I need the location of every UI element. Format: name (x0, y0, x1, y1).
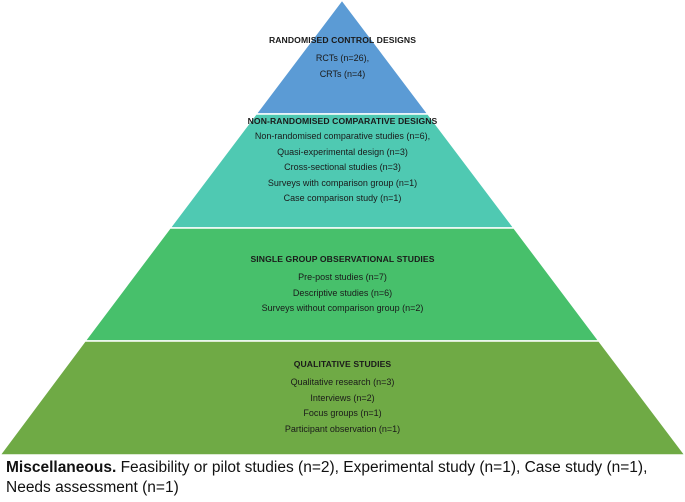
tier-item: Cross-sectional studies (n=3) (284, 162, 401, 172)
tier-single-group-observational-text: SINGLE GROUP OBSERVATIONAL STUDIES Pre-p… (0, 254, 685, 317)
tier-randomised-control-text: RANDOMISED CONTROL DESIGNS RCTs (n=26), … (0, 35, 685, 82)
tier-item: Focus groups (n=1) (303, 408, 382, 418)
tier-item: Surveys with comparison group (n=1) (267, 177, 418, 188)
tier-item: Surveys without comparison group (n=2) (261, 303, 424, 313)
tier-item: Descriptive studies (n=6) (292, 287, 393, 298)
tier-title: NON-RANDOMISED COMPARATIVE DESIGNS (247, 116, 438, 126)
tier-item: Participant observation (n=1) (284, 423, 401, 434)
tier-item: Qualitative research (n=3) (290, 377, 395, 387)
tier-qualitative (0, 340, 685, 455)
tier-item: Pre-post studies (n=7) (298, 272, 387, 282)
tier-item: Case comparison study (n=1) (283, 193, 402, 203)
tier-item: Non-randomised comparative studies (n=6)… (254, 131, 431, 141)
tier-title: QUALITATIVE STUDIES (293, 359, 392, 369)
tier-title: RANDOMISED CONTROL DESIGNS (268, 35, 417, 45)
tier-qualitative-text: QUALITATIVE STUDIES Qualitative research… (0, 359, 685, 437)
tier-item: Interviews (n=2) (310, 392, 375, 403)
tier-title: SINGLE GROUP OBSERVATIONAL STUDIES (250, 254, 435, 264)
miscellaneous-caption: Miscellaneous. Feasibility or pilot stud… (6, 458, 681, 498)
tier-item: CRTs (n=4) (319, 68, 366, 79)
tier-item: RCTs (n=26), (315, 53, 370, 63)
pyramid-diagram (0, 0, 685, 455)
caption-text: Feasibility or pilot studies (n=2), Expe… (6, 459, 648, 496)
tier-non-randomised-comparative-text: NON-RANDOMISED COMPARATIVE DESIGNS Non-r… (0, 116, 685, 207)
caption-label: Miscellaneous. (6, 459, 117, 476)
tier-item: Quasi-experimental design (n=3) (277, 146, 408, 157)
